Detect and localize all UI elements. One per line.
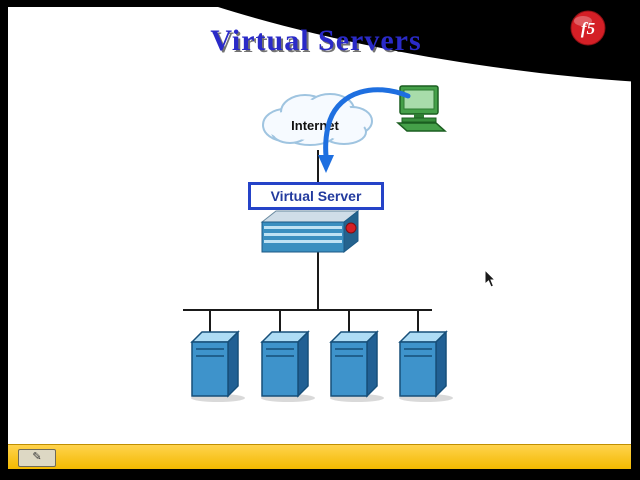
virtual-server-box: Virtual Server: [248, 182, 384, 210]
pen-icon: ✎: [32, 451, 42, 463]
server-farm: [190, 330, 453, 402]
bottom-toolbar: ✎: [8, 444, 631, 469]
server-tower-icon: [260, 330, 315, 402]
server-tower-icon: [329, 330, 384, 402]
traffic-arrow-icon: [318, 87, 411, 173]
server-tower-icon: [398, 330, 453, 402]
slide-title: Virtual Servers: [210, 24, 422, 57]
appliance-f5-badge: [345, 222, 357, 234]
internet-cloud-icon: Internet: [262, 93, 373, 146]
pen-tool-button[interactable]: ✎: [18, 449, 56, 467]
virtual-server-label: Virtual Server: [270, 188, 362, 204]
server-tower-icon: [190, 330, 245, 402]
connection-lines: [183, 150, 432, 334]
mouse-cursor: [484, 269, 497, 288]
client-computer-icon: [396, 85, 447, 132]
bigip-appliance-icon: [260, 209, 360, 254]
